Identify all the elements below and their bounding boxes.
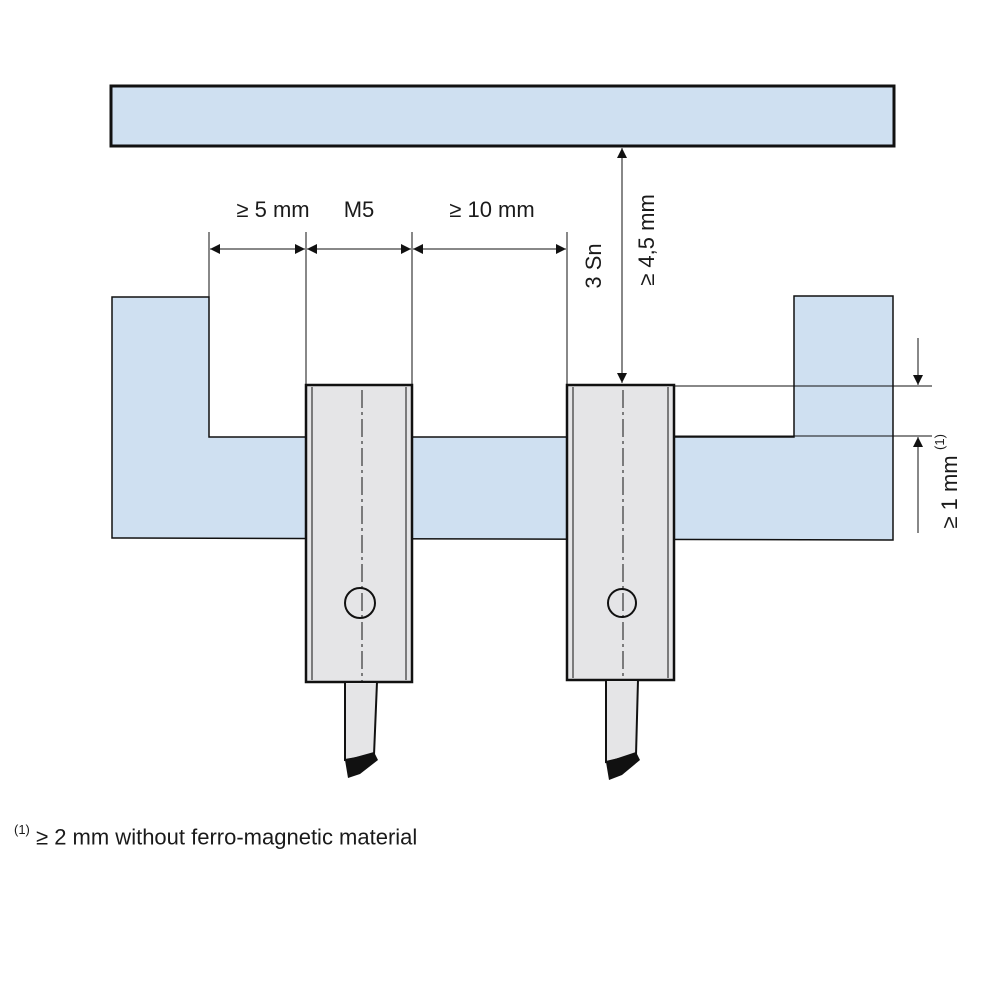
sensor-left — [304, 383, 414, 778]
sensor-right-body — [565, 383, 676, 682]
mounting-bracket — [111, 295, 894, 541]
sensor-right — [565, 383, 676, 780]
sensor-right-cable-end — [606, 752, 640, 780]
sensor-left-cable-end — [345, 752, 378, 778]
footnote-text: ≥ 2 mm without ferro-magnetic material — [29, 824, 418, 850]
label-sensing-distance: 3 Sn — [581, 243, 606, 288]
label-side-gap: ≥ 5 mm — [236, 197, 309, 222]
label-thread: M5 — [344, 197, 375, 222]
label-between-gap: ≥ 10 mm — [449, 197, 534, 222]
sensor-left-cable — [344, 681, 379, 762]
label-protrusion: ≥ 1 mm — [937, 455, 962, 528]
label-target-distance: ≥ 4,5 mm — [634, 194, 659, 286]
target-plate — [109, 84, 896, 148]
sensor-right-led — [607, 588, 637, 618]
footnote: (1) ≥ 2 mm without ferro-magnetic materi… — [14, 822, 418, 850]
label-protrusion-note: (1) — [932, 434, 947, 450]
sensor-right-cable — [605, 679, 640, 764]
sensor-left-led — [344, 587, 376, 619]
sensor-left-body — [304, 383, 414, 684]
footnote-marker: (1) — [14, 822, 30, 837]
